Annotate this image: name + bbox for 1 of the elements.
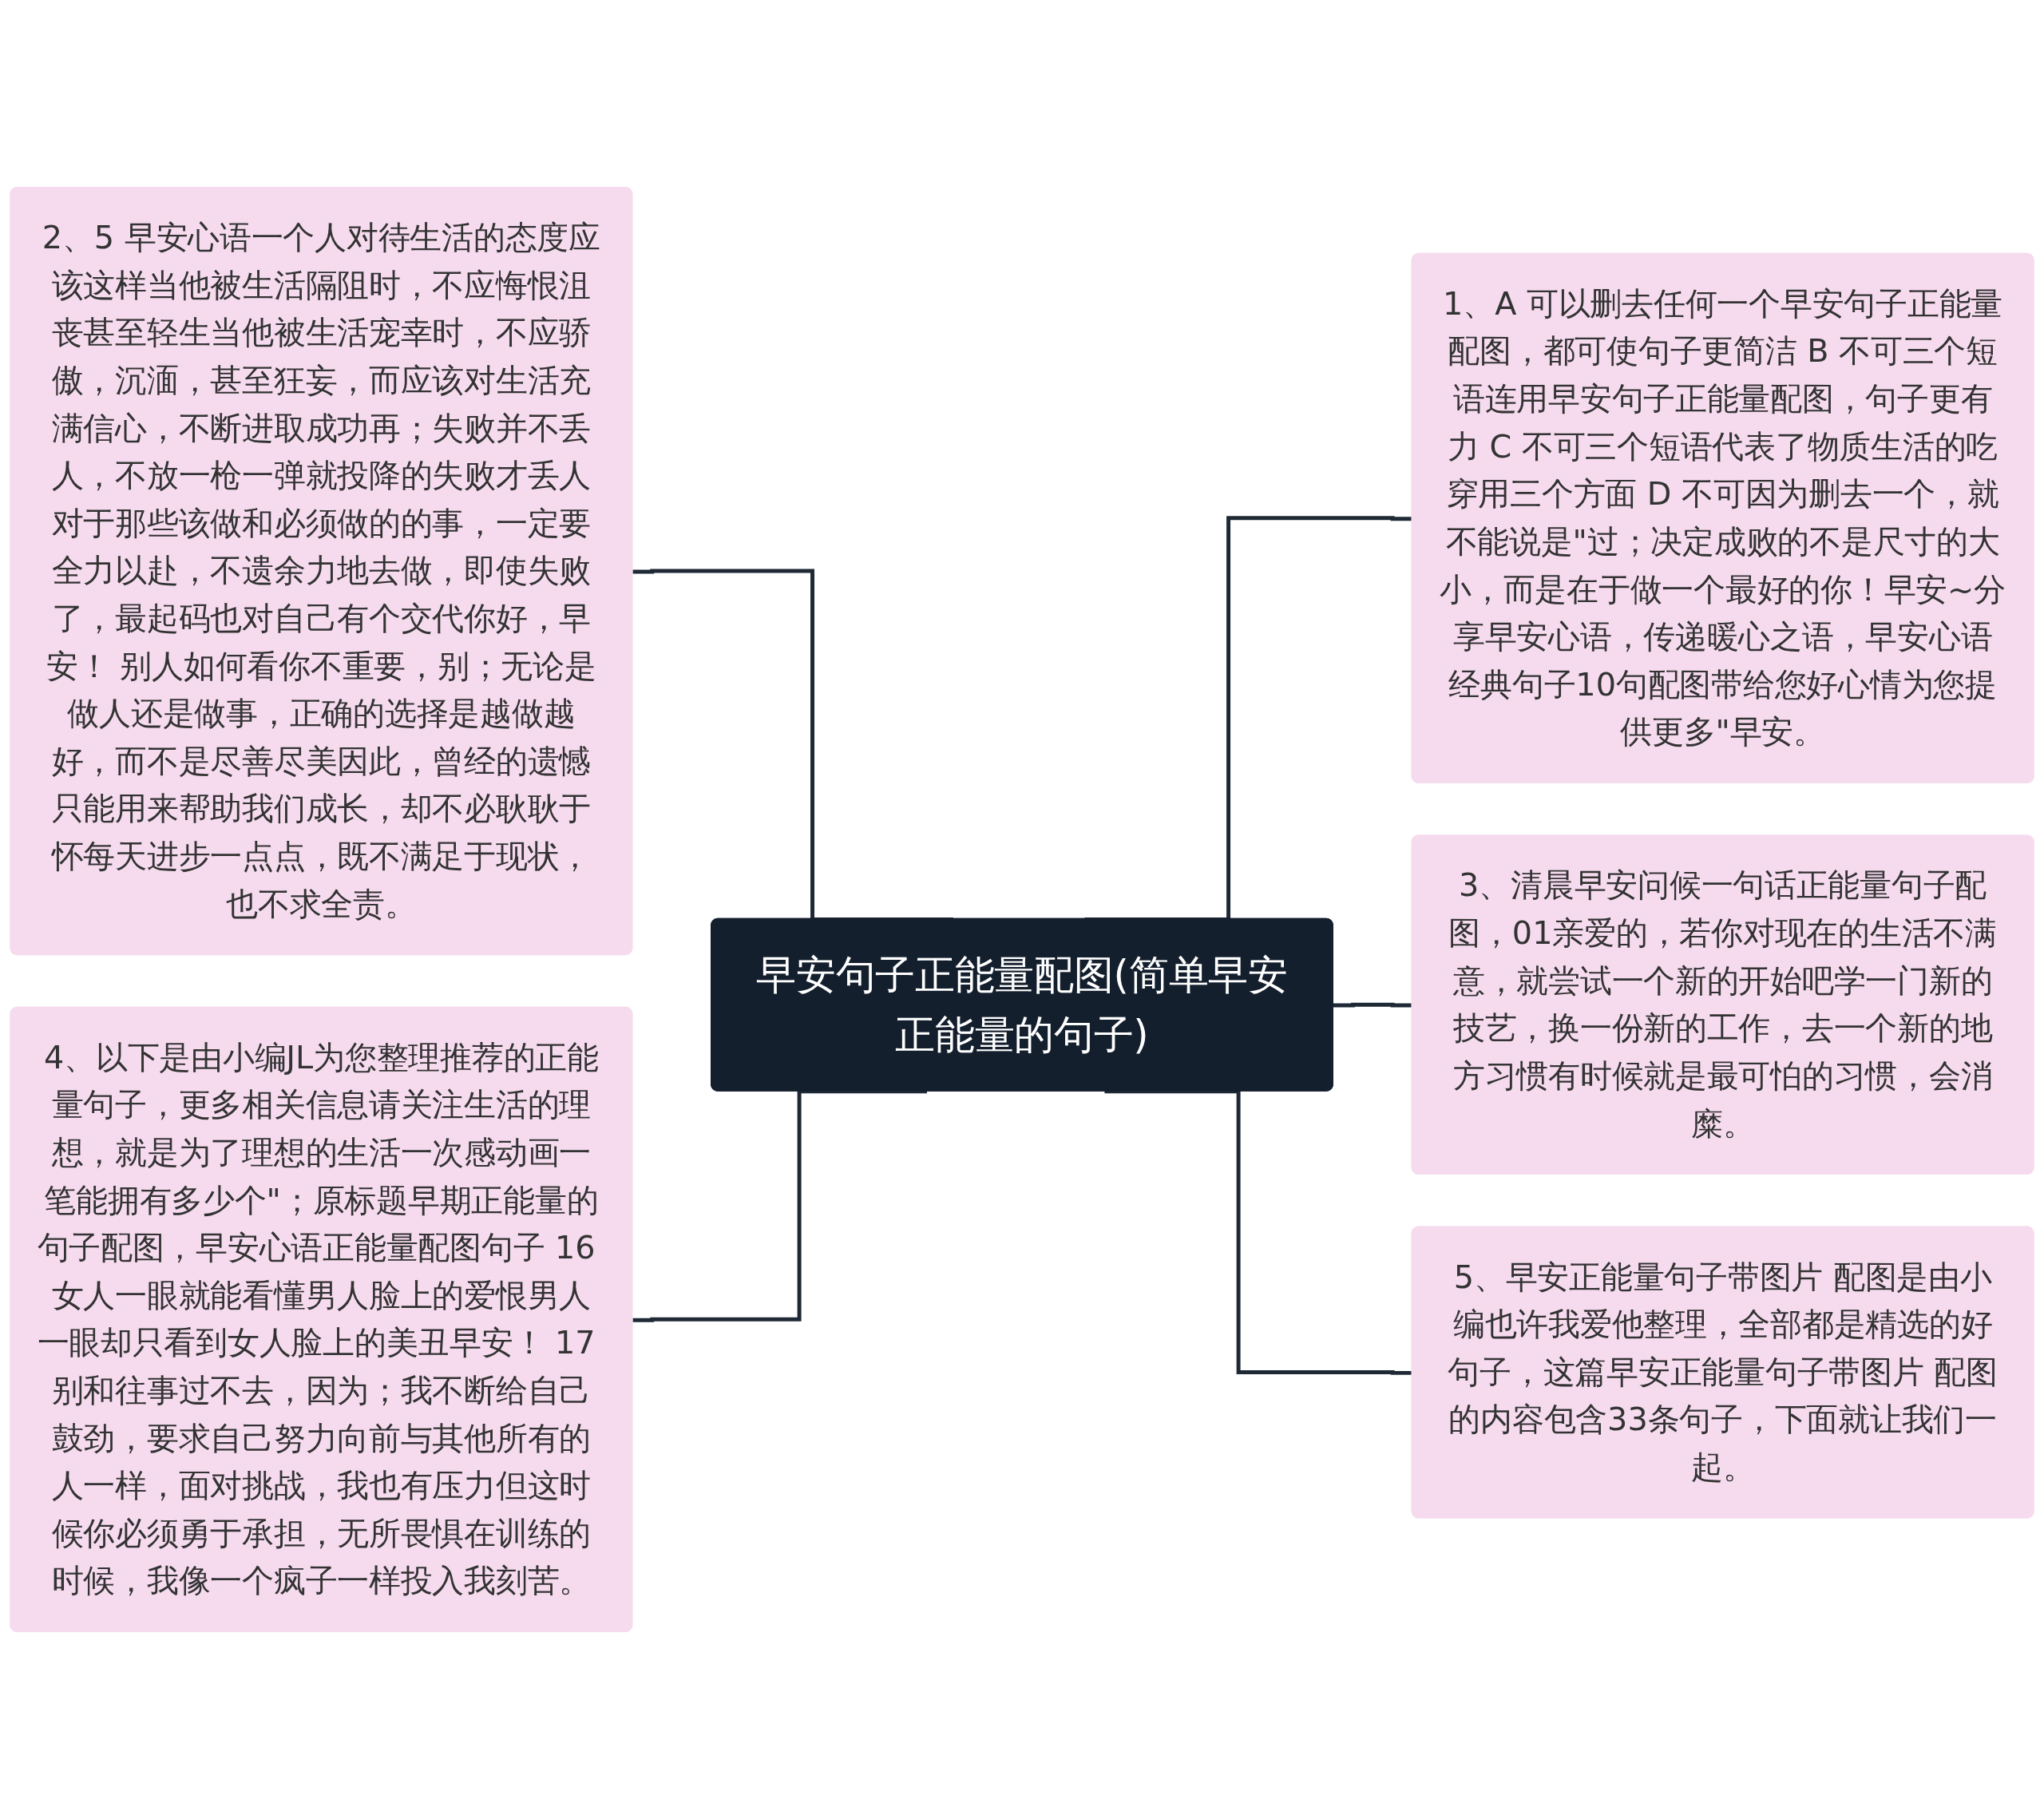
connector <box>632 1089 927 1322</box>
